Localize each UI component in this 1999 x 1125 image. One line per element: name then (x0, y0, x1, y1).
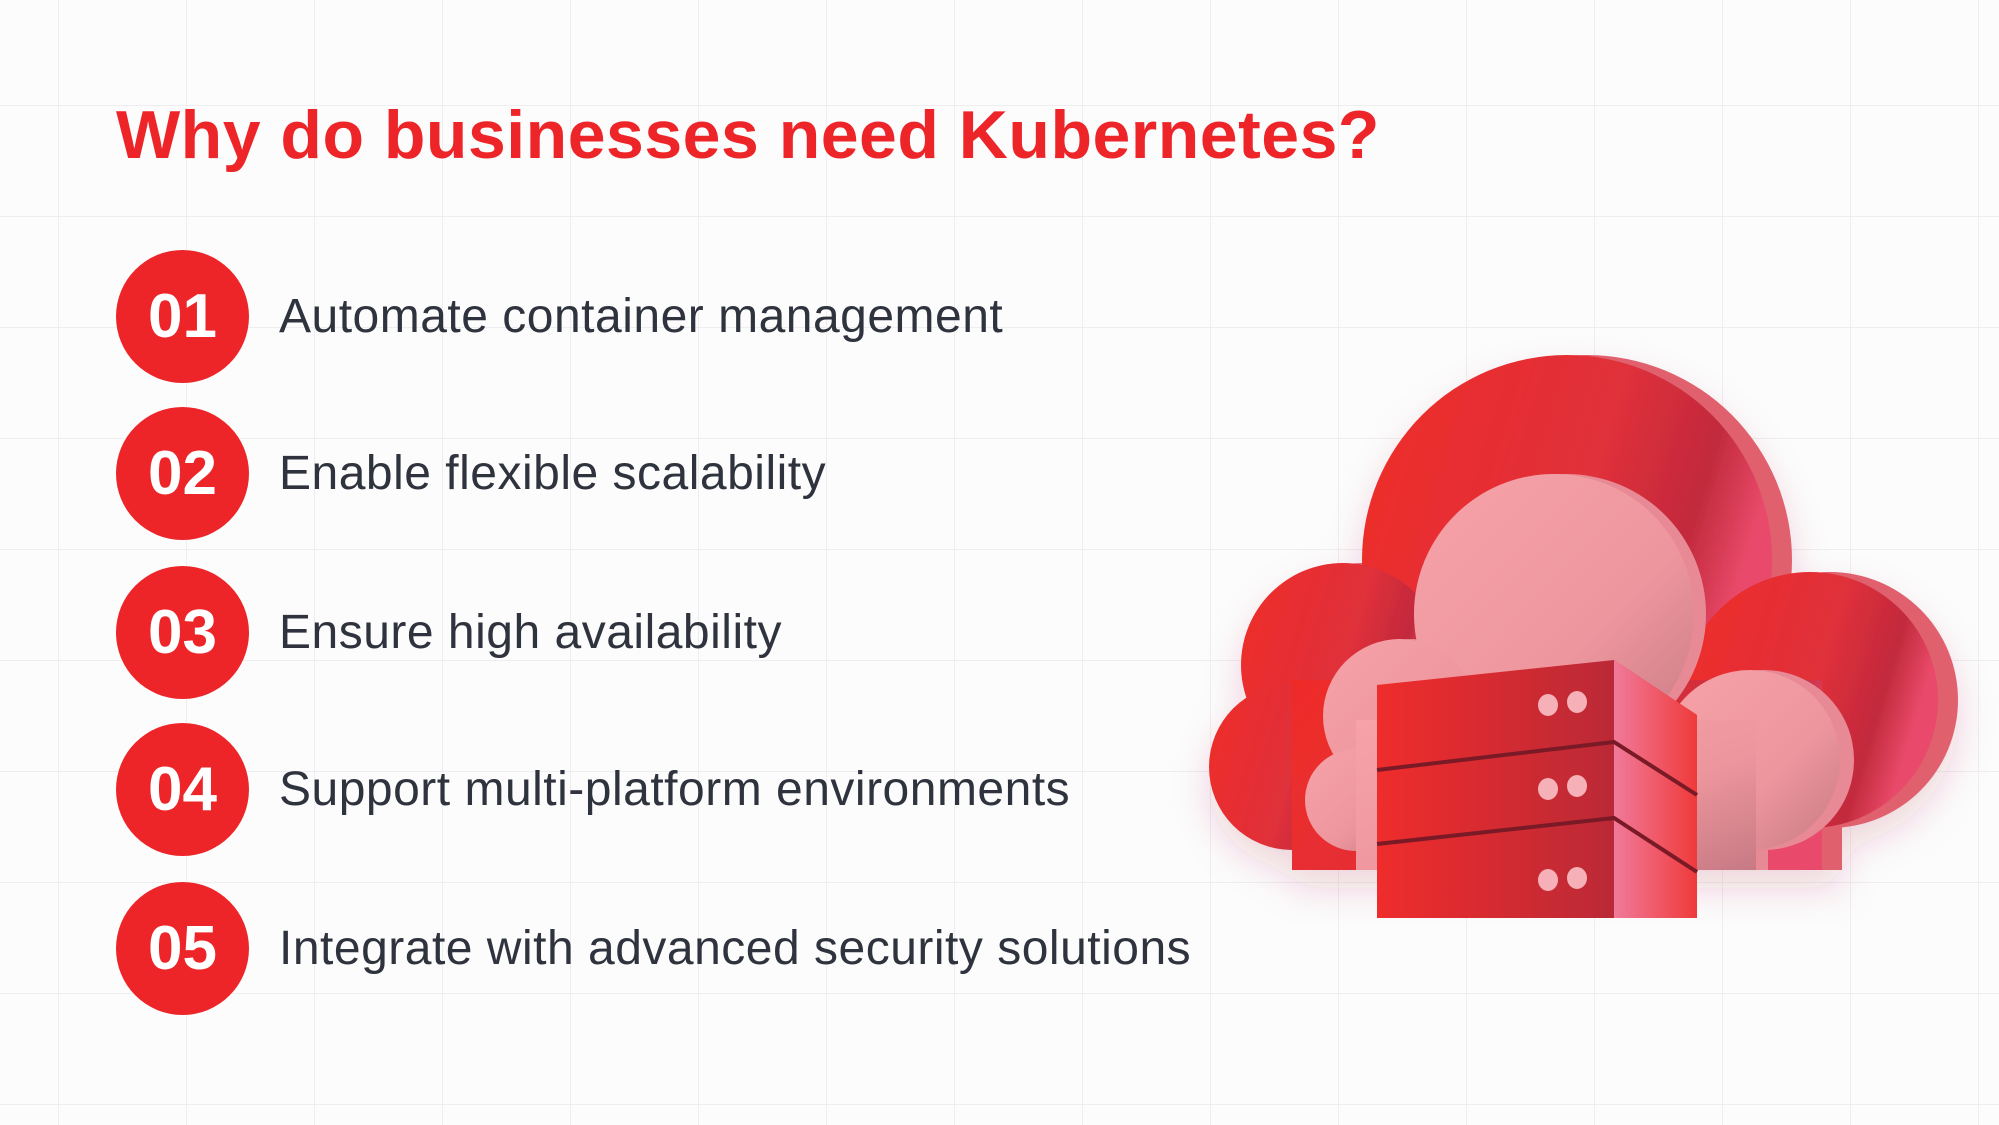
number-badge: 03 (116, 566, 249, 699)
item-label: Enable flexible scalability (279, 447, 827, 500)
list-item: 02 Enable flexible scalability (116, 407, 826, 540)
list-item: 01 Automate container management (116, 250, 1003, 383)
list-item: 05 Integrate with advanced security solu… (116, 882, 1191, 1015)
page-title: Why do businesses need Kubernetes? (116, 97, 1380, 173)
list-item: 04 Support multi-platform environments (116, 723, 1070, 856)
list-item: 03 Ensure high availability (116, 566, 782, 699)
item-label: Support multi-platform environments (279, 763, 1071, 816)
item-label: Ensure high availability (279, 606, 782, 659)
number-badge: 02 (116, 407, 249, 540)
number-badge: 05 (116, 882, 249, 1015)
number-badge: 04 (116, 723, 249, 856)
item-label: Integrate with advanced security solutio… (279, 922, 1192, 975)
number-badge: 01 (116, 250, 249, 383)
server-stack-icon (1376, 660, 1699, 918)
item-label: Automate container management (279, 290, 1004, 343)
